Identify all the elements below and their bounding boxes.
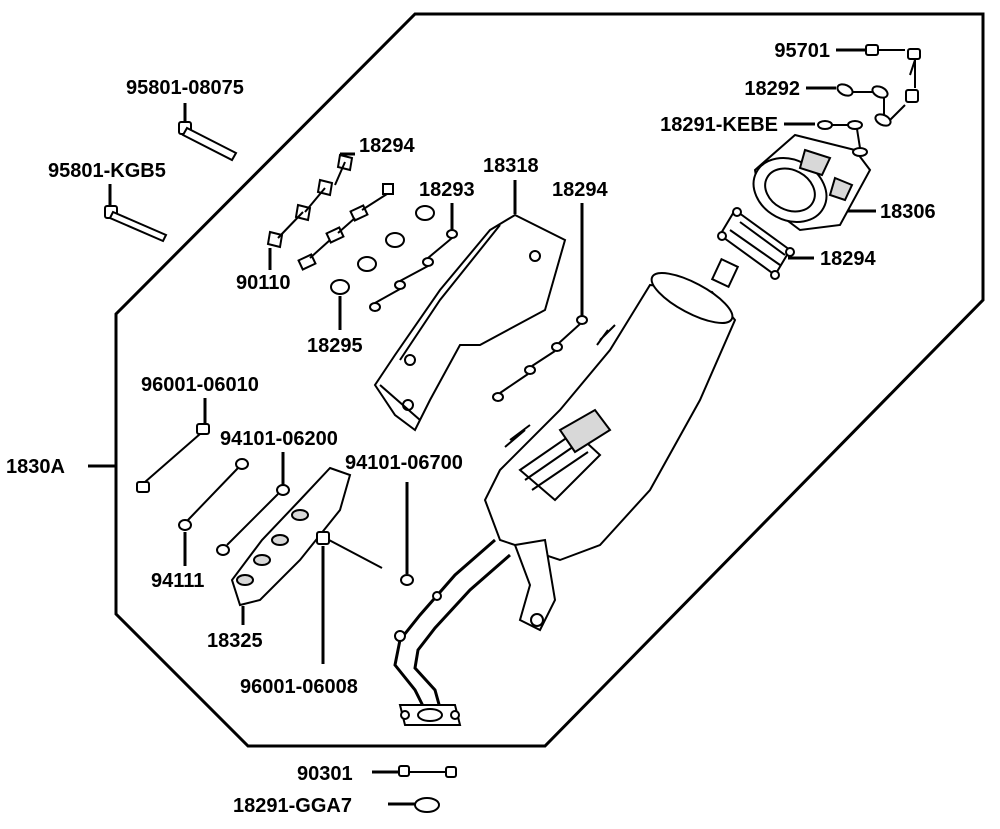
label-18294-right: 18294 <box>820 248 876 270</box>
exhaust-pipe <box>393 538 511 726</box>
bolt-95801-kgb5 <box>104 205 168 243</box>
spacers-18293 <box>330 205 458 312</box>
label-18306: 18306 <box>880 201 936 223</box>
label-18291-kebe: 18291-KEBE <box>660 114 778 136</box>
label-94111: 94111 <box>151 570 204 592</box>
leader-lines <box>88 48 876 806</box>
pins-18294-top <box>297 183 394 271</box>
label-90110: 90110 <box>236 272 291 294</box>
label-95701: 95701 <box>774 40 830 62</box>
bolts-90301 <box>398 765 457 778</box>
label-18325: 18325 <box>207 630 263 652</box>
label-94101-06200: 94101-06200 <box>220 428 338 450</box>
label-18294-mid: 18294 <box>552 179 608 201</box>
assembly-boundary <box>114 12 985 748</box>
label-1830a: 1830A <box>6 456 65 478</box>
label-96001-06008: 96001-06008 <box>240 676 358 698</box>
gaskets-18291-kebe <box>817 120 868 157</box>
bolts-96001-06010 <box>136 423 210 493</box>
screws-90110 <box>266 153 354 249</box>
label-95801-08075: 95801-08075 <box>126 77 244 99</box>
bolts-95701 <box>865 44 921 103</box>
label-18292: 18292 <box>744 78 800 100</box>
heat-guard-18325 <box>230 466 352 607</box>
label-18294-top: 18294 <box>359 135 415 157</box>
label-18293: 18293 <box>419 179 475 201</box>
washers-18294-mid <box>492 315 588 402</box>
label-95801-kgb5: 95801-KGB5 <box>48 160 166 182</box>
end-cap-18306 <box>752 133 872 232</box>
label-18318: 18318 <box>483 155 539 177</box>
washers-18292 <box>836 83 906 127</box>
bolt-96001-06008 <box>316 531 383 569</box>
label-18291-gga7: 18291-GGA7 <box>233 795 352 817</box>
heat-shield-18318 <box>373 213 567 432</box>
washer-94101-06700 <box>400 574 414 586</box>
label-94101-06700: 94101-06700 <box>345 452 463 474</box>
bolt-95801-08075 <box>178 121 238 162</box>
label-96001-06010: 96001-06010 <box>141 374 259 396</box>
gasket-18294-right <box>717 207 795 280</box>
label-18295: 18295 <box>307 335 363 357</box>
muffler-body <box>483 257 740 632</box>
ring-18291-gga7 <box>414 797 440 813</box>
washers-94101-06200 <box>178 458 290 556</box>
label-90301: 90301 <box>297 763 353 785</box>
